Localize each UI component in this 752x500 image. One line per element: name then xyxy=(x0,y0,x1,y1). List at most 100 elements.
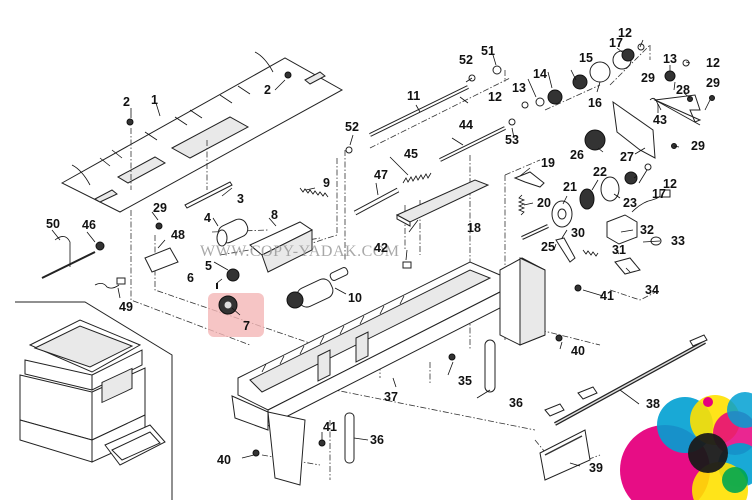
label-part-49: 49 xyxy=(119,300,133,314)
part-1-guide-plate xyxy=(60,51,344,213)
label-part-47: 47 xyxy=(374,168,388,182)
label-part-12: 12 xyxy=(618,26,632,40)
label-part-51: 51 xyxy=(481,44,495,58)
label-part-41: 41 xyxy=(600,289,614,303)
part-49-harness xyxy=(94,277,126,289)
label-part-29: 29 xyxy=(706,76,720,90)
part-2-screws xyxy=(126,71,292,126)
part-21-pulley xyxy=(551,200,573,228)
label-part-39: 39 xyxy=(589,461,603,475)
label-part-31: 31 xyxy=(612,243,626,257)
label-part-12: 12 xyxy=(488,90,502,104)
label-part-21: 21 xyxy=(563,180,577,194)
part-labels: 1 2 2 3 4 5 6 7 8 9 10 11 12 12 12 12 13… xyxy=(46,26,720,475)
label-part-29: 29 xyxy=(691,139,705,153)
label-part-36: 36 xyxy=(370,433,384,447)
label-part-11: 11 xyxy=(407,89,420,103)
label-part-13: 13 xyxy=(512,81,526,95)
label-part-43: 43 xyxy=(653,113,667,127)
label-part-28: 28 xyxy=(676,83,690,97)
label-part-33: 33 xyxy=(671,234,685,248)
label-part-1: 1 xyxy=(151,93,158,107)
part-32-solenoid xyxy=(606,189,671,245)
part-37-main-frame xyxy=(231,257,546,486)
part-8-bracket xyxy=(249,221,313,273)
part-46-gear xyxy=(95,241,105,251)
label-part-45: 45 xyxy=(404,147,418,161)
label-part-20: 20 xyxy=(537,196,551,210)
label-part-52: 52 xyxy=(459,53,473,67)
part-31-spring xyxy=(582,249,599,257)
part-23-sleeve xyxy=(600,176,620,202)
label-part-22: 22 xyxy=(593,165,607,179)
part-45-spring xyxy=(402,172,432,184)
label-part-2: 2 xyxy=(264,83,271,97)
part-7-highlight xyxy=(208,293,264,337)
label-part-42: 42 xyxy=(374,241,388,255)
part-39-plate xyxy=(539,429,591,481)
label-part-17: 17 xyxy=(652,187,666,201)
label-part-38: 38 xyxy=(646,397,660,411)
label-part-5: 5 xyxy=(205,259,212,273)
part-42-block xyxy=(402,261,412,269)
label-part-17: 17 xyxy=(609,36,623,50)
part-9-spring xyxy=(299,187,329,198)
part-4-roller xyxy=(216,218,249,247)
label-part-23: 23 xyxy=(623,196,637,210)
part-36-lever-a xyxy=(484,339,496,393)
part-20-spring xyxy=(517,194,526,216)
label-part-13: 13 xyxy=(663,52,677,66)
label-part-29: 29 xyxy=(153,201,167,215)
label-part-26: 26 xyxy=(570,148,584,162)
label-part-32: 32 xyxy=(640,223,654,237)
logo-circle-cyan-2 xyxy=(727,392,752,428)
part-36-lever-b xyxy=(344,412,355,464)
label-part-40: 40 xyxy=(571,344,585,358)
label-part-3: 3 xyxy=(237,192,244,206)
label-part-16: 16 xyxy=(588,96,602,110)
logo-circle-dot xyxy=(703,397,713,407)
label-part-15: 15 xyxy=(579,51,593,65)
label-part-34: 34 xyxy=(645,283,659,297)
part-29-screw-left xyxy=(155,222,163,230)
label-part-40: 40 xyxy=(217,453,231,467)
label-part-29: 29 xyxy=(641,71,655,85)
part-27-bracket xyxy=(612,100,656,159)
label-part-7: 7 xyxy=(243,319,250,333)
label-part-50: 50 xyxy=(46,217,60,231)
label-part-36: 36 xyxy=(509,396,523,410)
label-part-12: 12 xyxy=(663,177,677,191)
part-43-spring xyxy=(649,97,659,113)
label-part-19: 19 xyxy=(541,156,555,170)
label-part-12: 12 xyxy=(706,56,720,70)
label-part-41: 41 xyxy=(323,420,337,434)
copier-inset xyxy=(15,301,173,500)
part-25-pin xyxy=(521,224,549,240)
part-5-gear xyxy=(226,268,240,282)
label-part-10: 10 xyxy=(348,291,362,305)
label-part-2: 2 xyxy=(123,95,130,109)
part-22-gear xyxy=(579,188,595,210)
label-part-35: 35 xyxy=(458,374,472,388)
small-screws xyxy=(252,95,715,457)
label-part-46: 46 xyxy=(82,218,96,232)
label-part-44: 44 xyxy=(459,118,473,132)
part-48-plate xyxy=(144,247,179,273)
part-50-hook xyxy=(41,236,96,279)
label-part-9: 9 xyxy=(323,176,330,190)
label-part-25: 25 xyxy=(541,240,555,254)
label-part-8: 8 xyxy=(271,208,278,222)
logo-circle-green xyxy=(722,467,748,493)
label-part-53: 53 xyxy=(505,133,519,147)
label-part-52: 52 xyxy=(345,120,359,134)
watermark: WWW.COPY-YADAK.COM xyxy=(200,243,400,260)
logo-circle-black xyxy=(688,433,728,473)
part-30-lever xyxy=(555,237,576,263)
part-44-shaft xyxy=(439,126,506,162)
label-part-4: 4 xyxy=(204,211,211,225)
gear-train xyxy=(345,43,690,185)
part-10-roller xyxy=(286,267,349,309)
part-3-bar xyxy=(184,181,233,209)
part-38-rod xyxy=(544,334,708,426)
